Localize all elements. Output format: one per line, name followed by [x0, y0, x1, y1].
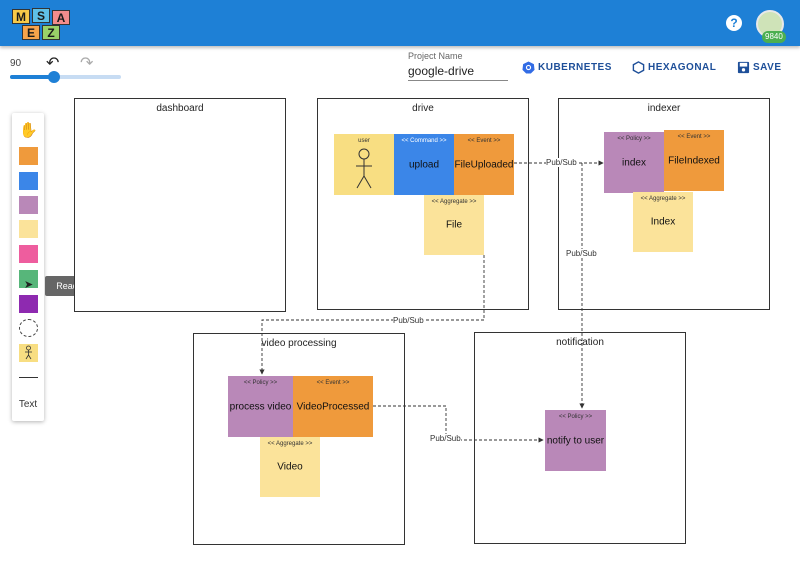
bounded-context-title: dashboard	[156, 103, 204, 114]
bounded-context-tool[interactable]	[19, 319, 38, 337]
sticker-type: << Policy >>	[243, 380, 278, 386]
kubernetes-icon	[522, 61, 535, 74]
sticker-type: user	[358, 138, 370, 144]
text-tool[interactable]: Text	[18, 399, 38, 410]
sticker-type: << Aggregate >>	[431, 199, 477, 205]
zoom-value: 90	[10, 58, 22, 69]
zoom-slider-fill	[10, 75, 55, 79]
policy-sticker-tool[interactable]	[19, 196, 38, 214]
pubsub-label: Pub/Sub	[546, 158, 577, 167]
sticker-name: Video	[277, 461, 303, 473]
sticker-name: notify to user	[546, 435, 605, 446]
sticker-type: << Command >>	[401, 138, 447, 144]
logo-letter: M	[12, 9, 30, 24]
read-model-sticker-tool[interactable]	[19, 270, 38, 288]
external-sticker-tool[interactable]	[19, 245, 38, 263]
sticker-type: << Aggregate >>	[640, 196, 686, 202]
pubsub-label: Pub/Sub	[393, 316, 424, 325]
actor-icon	[356, 148, 372, 189]
policy-sticker[interactable]: << Policy >> index	[604, 132, 664, 193]
bounded-context-title: indexer	[647, 103, 681, 114]
issue-sticker-tool[interactable]	[19, 295, 38, 313]
kubernetes-label: KUBERNETES	[538, 62, 612, 73]
aggregate-sticker-tool[interactable]	[19, 220, 38, 238]
sticker-type: << Policy >>	[617, 136, 651, 142]
bounded-context-title: notification	[556, 337, 604, 348]
sticker-type: << Aggregate >>	[267, 441, 313, 447]
hexagon-icon	[632, 61, 645, 74]
zoom-slider[interactable]	[10, 71, 121, 83]
msaez-logo[interactable]: M S A E Z	[8, 7, 88, 41]
sticker-name: File	[445, 219, 463, 231]
logo-letter: S	[32, 8, 50, 23]
logo-letter: Z	[42, 25, 60, 40]
sticker-name: index	[622, 157, 646, 168]
logo-letter: A	[52, 10, 70, 25]
sticker-name: upload	[408, 159, 440, 170]
mouse-cursor-icon: ➤	[24, 279, 34, 291]
bounded-context-title: video processing	[261, 338, 337, 349]
undo-icon[interactable]: ↶	[46, 55, 60, 72]
save-button[interactable]: SAVE	[737, 61, 782, 74]
actor-tool[interactable]	[19, 344, 38, 362]
sticker-type: << Policy >>	[558, 414, 593, 420]
pubsub-label: Pub/Sub	[430, 434, 461, 443]
pubsub-label: Pub/Sub	[566, 249, 597, 258]
hand-icon[interactable]: ✋	[19, 122, 38, 139]
sticker-name: FileIndexed	[668, 155, 720, 166]
top-app-bar: M S A E Z ? 9840	[0, 0, 800, 46]
event-sticker-tool[interactable]	[19, 147, 38, 165]
sticker-name: VideoProcessed	[296, 401, 370, 412]
actor-sticker[interactable]: user	[334, 134, 394, 195]
sticker-type: << Event >>	[316, 380, 350, 386]
save-label: SAVE	[753, 62, 782, 73]
event-sticker[interactable]: << Event >> FileIndexed	[664, 130, 724, 191]
hexagonal-label: HEXAGONAL	[648, 62, 717, 73]
bounded-context-dashboard[interactable]: dashboard	[74, 98, 286, 312]
help-icon[interactable]: ?	[726, 15, 742, 31]
aggregate-sticker[interactable]: << Aggregate >> Index	[633, 192, 693, 252]
policy-sticker[interactable]: << Policy >> notify to user	[545, 410, 606, 471]
command-sticker[interactable]: << Command >> upload	[394, 134, 454, 195]
save-icon	[737, 61, 750, 74]
hexagonal-button[interactable]: HEXAGONAL	[632, 61, 716, 74]
event-sticker[interactable]: << Event >> FileUploaded	[454, 134, 514, 195]
redo-icon[interactable]: ↷	[80, 55, 94, 72]
zoom-slider-thumb[interactable]	[48, 71, 61, 83]
aggregate-sticker[interactable]: << Aggregate >> File	[424, 195, 484, 255]
bounded-context-drive[interactable]: drive	[317, 98, 529, 310]
project-name-input[interactable]	[408, 61, 508, 81]
sticker-type: << Event >>	[467, 138, 501, 144]
actor-icon	[25, 345, 32, 360]
bounded-context-title: drive	[412, 103, 434, 114]
logo-letter: E	[22, 25, 40, 40]
aggregate-sticker[interactable]: << Aggregate >> Video	[260, 437, 320, 497]
line-tool[interactable]	[19, 377, 38, 378]
sticker-palette: ✋ Text	[12, 113, 44, 421]
sticker-type: << Event >>	[677, 134, 711, 140]
policy-sticker[interactable]: << Policy >> process video	[228, 376, 293, 437]
project-name-label: Project Name	[408, 51, 463, 61]
sticker-name: FileUploaded	[454, 159, 514, 170]
sticker-name: process video	[229, 401, 292, 412]
kubernetes-button[interactable]: KUBERNETES	[522, 61, 612, 74]
sticker-name: Index	[650, 216, 676, 228]
command-sticker-tool[interactable]	[19, 172, 38, 190]
event-sticker[interactable]: << Event >> VideoProcessed	[293, 376, 373, 437]
coin-badge: 9840	[762, 31, 786, 43]
